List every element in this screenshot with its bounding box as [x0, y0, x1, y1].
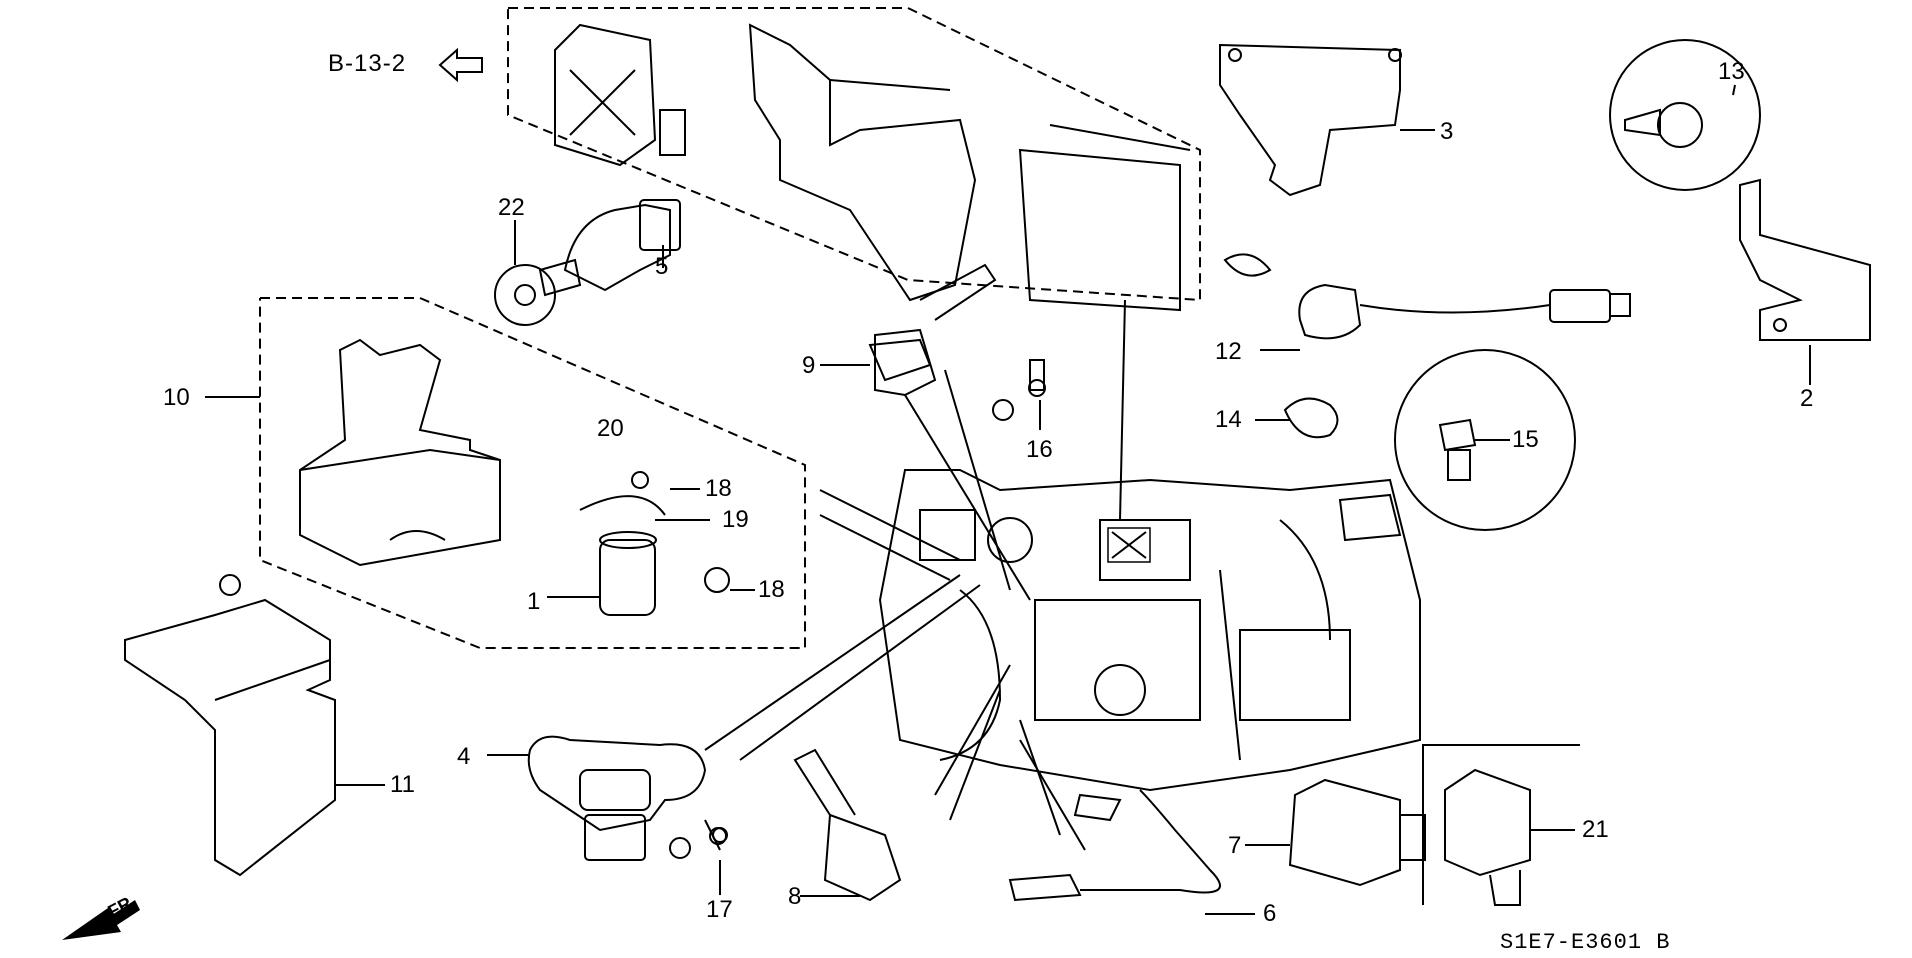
part-10-bracket: [299, 338, 501, 567]
callout-5: 5: [655, 253, 669, 280]
part-16-bolt: [992, 359, 1046, 421]
part-12-sensor: [1298, 283, 1631, 340]
callout-12: 12: [1215, 338, 1242, 365]
callout-14: 14: [1215, 406, 1242, 433]
part-17-bolt: [709, 827, 727, 845]
callout-16: 16: [1026, 436, 1053, 463]
part-22-washer: [494, 264, 556, 326]
part-7-module: [1288, 778, 1426, 887]
callout-22: 22: [498, 194, 525, 221]
bracket-group-outline: [259, 297, 806, 649]
ecu-group-outline: [507, 7, 1201, 302]
reference-arrow-icon: [438, 47, 483, 83]
part-13-bolt-detail: [1609, 39, 1761, 191]
callout-15: 15: [1512, 426, 1539, 453]
part-3-bracket: [1219, 43, 1402, 197]
callout-4: 4: [457, 743, 471, 770]
part-11-shield: [124, 574, 336, 877]
part-21-sensor: [1444, 768, 1531, 906]
callout-19: 19: [722, 506, 749, 533]
callout-17: 17: [706, 896, 733, 923]
callout-2: 2: [1800, 385, 1814, 412]
part21-frame: [1422, 744, 1580, 905]
part-14-gasket: [1283, 397, 1339, 439]
diagram-code: S1E7-E3601 B: [1500, 930, 1671, 955]
callout-18-top: 18: [705, 475, 732, 502]
part-2-bracket: [1739, 178, 1871, 341]
part-15-bolt-detail: [1394, 349, 1576, 531]
callout-18-bottom: 18: [758, 576, 785, 603]
ecu-cover: [1018, 124, 1191, 312]
callout-9: 9: [802, 352, 816, 379]
callout-6: 6: [1263, 900, 1277, 927]
callout-11: 11: [390, 771, 415, 798]
part-1-motor: [579, 471, 731, 616]
callout-13: 13: [1718, 58, 1745, 85]
callout-10: 10: [163, 384, 190, 411]
callout-8: 8: [788, 883, 802, 910]
part-6-sensor: [1008, 789, 1221, 902]
ecu-unit: [554, 23, 686, 167]
part-5-switch: [538, 199, 681, 297]
callout-21: 21: [1582, 816, 1609, 843]
front-direction-arrow-icon: [62, 900, 140, 940]
engine-assembly: [878, 469, 1421, 792]
callout-1: 1: [527, 588, 541, 615]
callout-7: 7: [1228, 832, 1242, 859]
callout-3: 3: [1440, 118, 1454, 145]
callout-20: 20: [597, 415, 624, 442]
part-9-sensor: [868, 263, 997, 397]
clip: [1223, 253, 1272, 277]
reference-label: B-13-2: [328, 50, 407, 77]
part-4-sensor: [527, 735, 728, 861]
leader-lines: [704, 299, 1126, 851]
part-8-sensor: [793, 748, 902, 902]
ecu-bracket: [748, 23, 977, 302]
